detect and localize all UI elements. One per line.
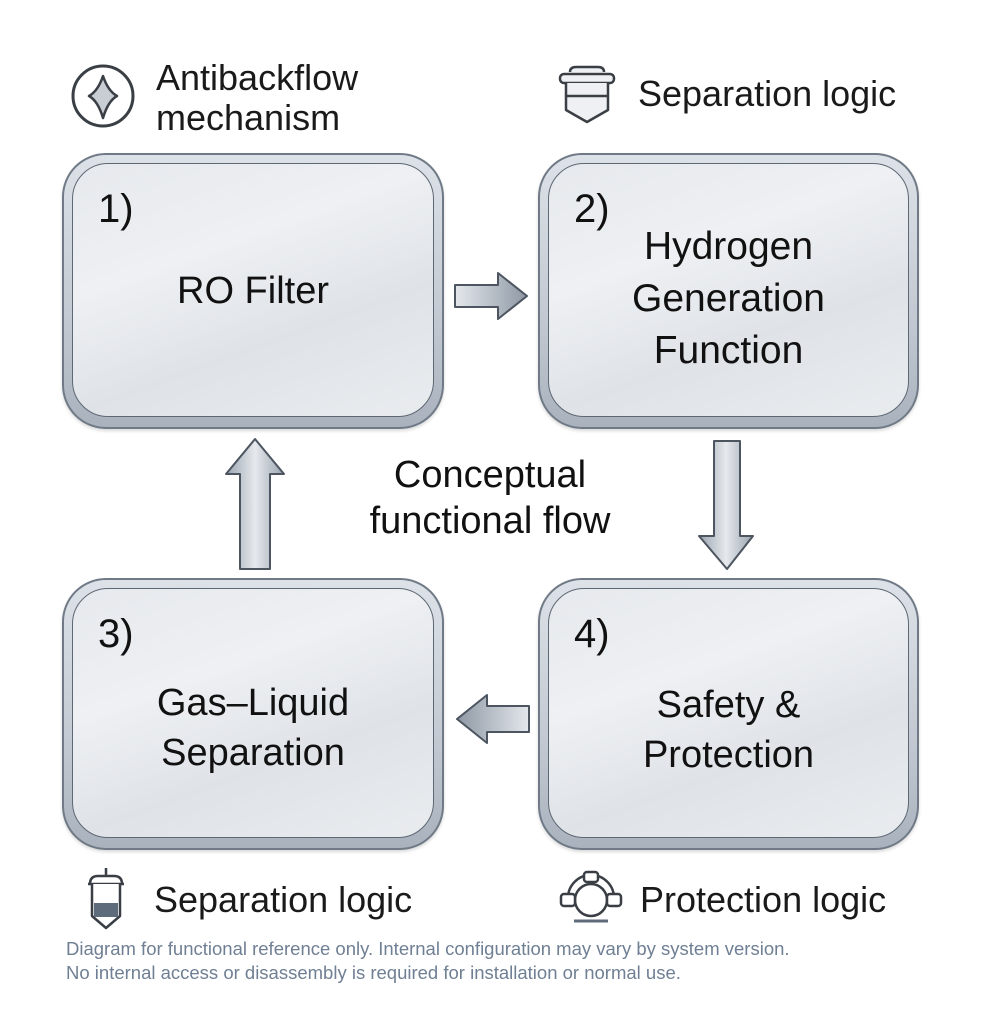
legend-protection-text: Protection logic bbox=[640, 879, 887, 920]
box-number: 3) bbox=[98, 612, 134, 656]
protection-ring-icon bbox=[559, 870, 623, 923]
box-safety-protection: 4) Safety & Protection bbox=[538, 578, 919, 850]
box-ro-filter: 1) RO Filter bbox=[62, 153, 444, 429]
box-label-line: Function bbox=[653, 329, 804, 372]
arrow-down bbox=[698, 440, 754, 570]
box-label-line: Generation bbox=[632, 277, 825, 320]
legend-antibackflow-line2: mechanism bbox=[156, 97, 341, 138]
box-label-line: Protection bbox=[642, 734, 815, 776]
box-label-line: Hydrogen bbox=[643, 225, 814, 268]
footnote: Diagram for functional reference only. I… bbox=[66, 937, 790, 985]
box-label-line: Safety & bbox=[656, 684, 801, 726]
separator-cap-icon bbox=[558, 65, 616, 124]
box-label-line: Gas–Liquid bbox=[156, 682, 350, 724]
box-label-line: Separation bbox=[161, 732, 345, 774]
box-label-line: RO Filter bbox=[177, 270, 329, 312]
center-label: Conceptual functional flow bbox=[330, 452, 650, 544]
box-hydrogen-generation: 2) Hydrogen Generation Function bbox=[538, 153, 919, 429]
legend-antibackflow-line1: Antibackflow bbox=[156, 57, 359, 98]
box-number: 4) bbox=[574, 612, 610, 656]
arrow-up bbox=[225, 438, 285, 570]
legend-separation-top-text: Separation logic bbox=[638, 73, 897, 114]
arrow-left bbox=[456, 694, 530, 744]
footnote-line2: No internal access or disassembly is req… bbox=[66, 962, 681, 983]
legend-separation-bottom-text: Separation logic bbox=[154, 879, 413, 920]
box-gas-liquid-separation: 3) Gas–Liquid Separation bbox=[62, 578, 444, 850]
footnote-line1: Diagram for functional reference only. I… bbox=[66, 938, 790, 959]
center-label-line1: Conceptual bbox=[393, 454, 587, 496]
diamond-in-circle-icon bbox=[71, 64, 135, 128]
center-label-line2: functional flow bbox=[369, 500, 611, 542]
box-number: 1) bbox=[98, 187, 134, 231]
separator-vessel-icon bbox=[88, 868, 124, 930]
box-number: 2) bbox=[574, 187, 610, 231]
arrow-right bbox=[454, 272, 528, 320]
